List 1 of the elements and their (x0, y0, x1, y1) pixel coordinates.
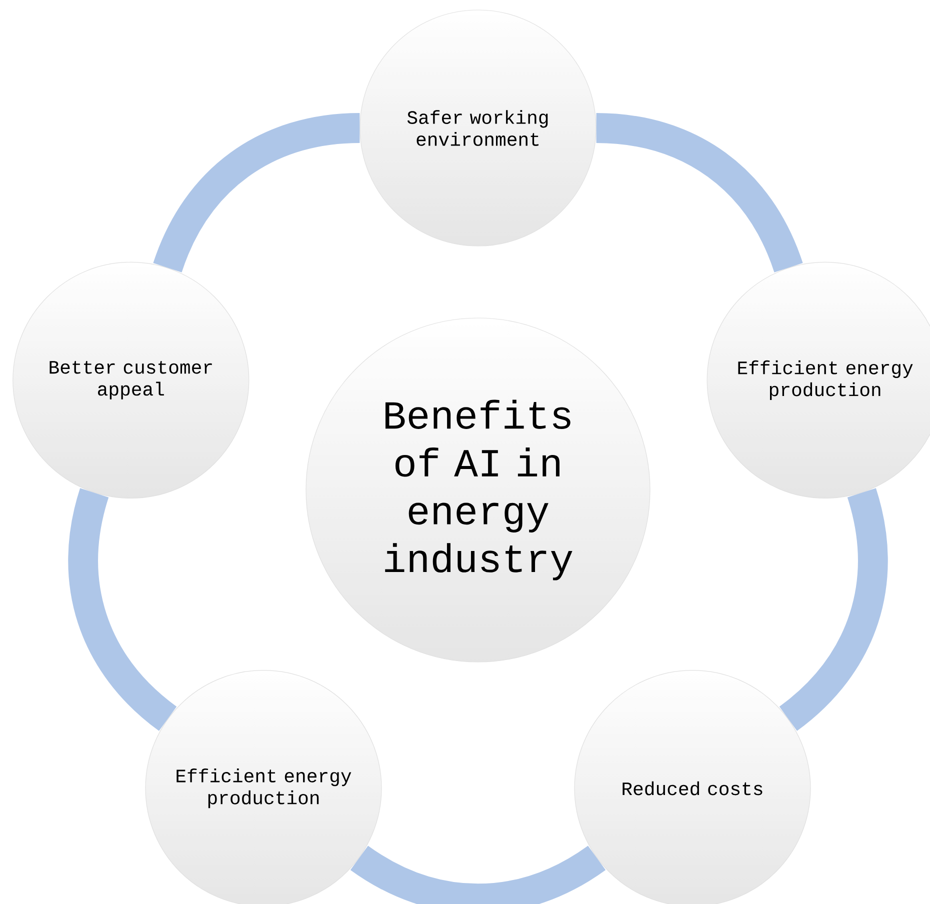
ring-segment (350, 845, 606, 904)
